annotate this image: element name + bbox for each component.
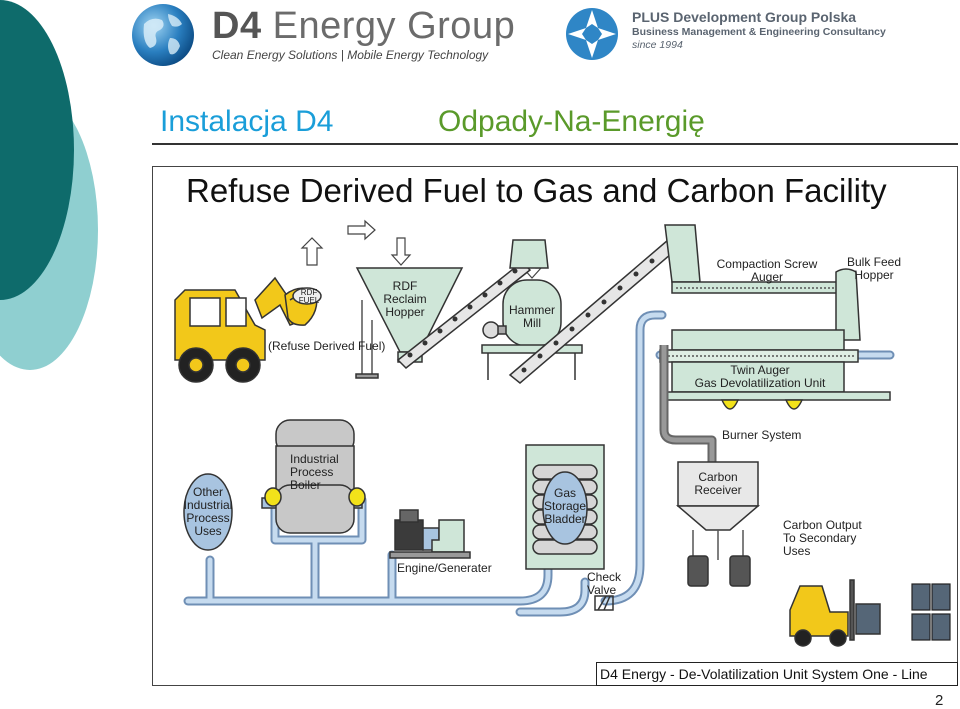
plus-logo-since: since 1994 (632, 39, 683, 51)
label-rdf-fuel: RDF FUEL (298, 288, 320, 305)
facility-diagram (174, 219, 951, 647)
engine-generator (389, 509, 471, 559)
d4-logo-tagline: Clean Energy Solutions | Mobile Energy T… (212, 48, 489, 62)
label-industrial-process-boiler: Industrial Process Boiler (290, 452, 339, 492)
carbon-receiver (675, 461, 761, 587)
globe-logo-icon (132, 4, 194, 66)
diagram-caption: D4 Energy - De-Volatilization Unit Syste… (600, 666, 928, 682)
label-twin-auger: Twin Auger (730, 363, 790, 377)
label-refuse-derived-fuel: (Refuse Derived Fuel) (268, 339, 386, 353)
page-number: 2 (935, 692, 944, 709)
check-valve-icon (594, 595, 614, 611)
front-loader-vehicle (174, 276, 322, 383)
plus-logo-text: PLUS Development Group Polska Business M… (632, 9, 886, 51)
gas-storage-bladder (525, 444, 605, 570)
slide-title-right: Odpady-Na-Energię (438, 105, 705, 138)
slide-decoration (0, 0, 98, 370)
hammer-mill (481, 239, 583, 380)
title-underline (152, 143, 958, 145)
right-arrow-icon (347, 219, 376, 241)
forklift-vehicle (789, 579, 881, 647)
diagram-caption-box (596, 662, 958, 686)
bulk-feed-hopper (835, 268, 861, 341)
d4-logo-name: D4 Energy Group (212, 6, 515, 46)
label-carbon-receiver: Carbon Receiver (694, 470, 742, 497)
decor-dark-arc (0, 0, 74, 300)
down-arrow-icon (390, 237, 412, 266)
plus-logo-subtitle: Business Management & Engineering Consul… (632, 26, 886, 38)
conveyor-one (396, 260, 532, 370)
d4-logo-rest: Energy Group (261, 5, 516, 47)
label-burner-system: Burner System (722, 428, 802, 442)
up-arrow-icon (300, 237, 324, 266)
label-compaction-screw-auger: Compaction Screw Auger (716, 257, 818, 284)
label-gas-storage-bladder: Gas Storage Bladder (543, 486, 587, 526)
label-carbon-output: Carbon Output To Secondary Uses (783, 518, 862, 558)
conveyor-rollers (407, 268, 518, 358)
plus-logo-name: PLUS Development Group Polska (632, 9, 857, 25)
label-engine-generater: Engine/Generater (397, 561, 492, 575)
industrial-process-boiler (261, 419, 366, 534)
label-gas-devolatilization-unit: Gas Devolatilization Unit (694, 376, 826, 390)
diagram-title: Refuse Derived Fuel to Gas and Carbon Fa… (186, 172, 887, 209)
other-process-uses-tank (183, 473, 233, 551)
d4-logo-text: D4 Energy Group Clean Energy Solutions |… (212, 6, 515, 62)
label-bulk-feed-hopper: Bulk Feed Hopper (846, 255, 902, 282)
label-other-industrial-process-uses: Other Industrial Process Uses (183, 485, 233, 538)
label-rdf-reclaim-hopper: RDF Reclaim Hopper (383, 279, 427, 319)
compass-logo-icon (566, 8, 618, 60)
d4-logo-bold: D4 (212, 5, 262, 47)
label-check-valve: Check Valve (587, 570, 622, 597)
slide-title-left: Instalacja D4 (160, 105, 334, 138)
label-hammer-mill: Hammer Mill (508, 303, 555, 330)
drum-stack (911, 583, 951, 641)
